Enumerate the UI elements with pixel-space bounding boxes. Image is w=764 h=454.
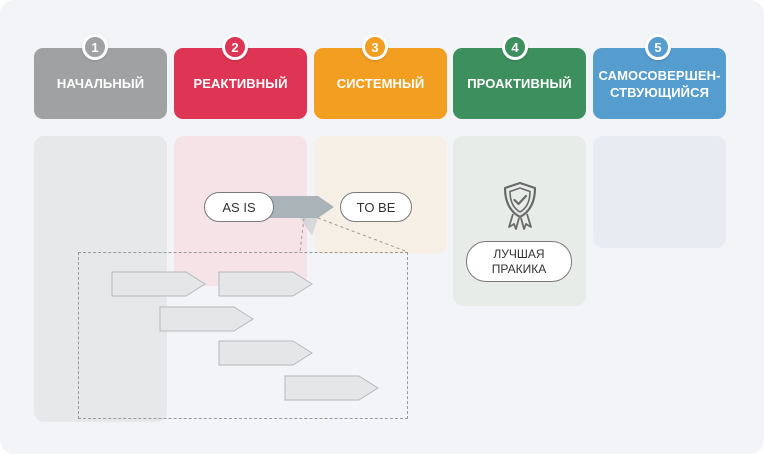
best-practice-line2: ПРАКИКА [491,261,547,276]
shield-check-award-icon [503,181,537,230]
as-is-pill: AS IS [204,192,274,222]
level-1-number: 1 [91,39,99,55]
level-3-badge: 3 [362,34,388,60]
level-2-number: 2 [231,39,239,55]
level-1-label: НАЧАЛЬНЫЙ [56,76,145,91]
best-practice-line1: ЛУЧШАЯ [493,246,545,261]
as-is-to-be-arrow [268,196,334,218]
process-step-5 [284,375,379,401]
level-3-box: СИСТЕМНЫЙ [314,48,447,119]
level-4-number: 4 [511,39,519,55]
to-be-label: TO BE [356,199,396,215]
panel-level-5 [593,136,726,248]
arrow-shadow [300,218,318,236]
level-4-badge: 4 [502,34,528,60]
level-3-number: 3 [371,39,379,55]
level-1-badge: 1 [82,34,108,60]
zoom-line-right [317,217,409,253]
process-step-1 [111,271,206,297]
level-1-box: НАЧАЛЬНЫЙ [34,48,167,119]
process-step-2 [218,271,313,297]
level-5-number: 5 [654,39,662,55]
best-practice-pill: ЛУЧШАЯ ПРАКИКА [466,241,572,282]
level-2-box: РЕАКТИВНЫЙ [174,48,307,119]
to-be-pill: TO BE [340,192,412,222]
as-is-label: AS IS [222,199,256,215]
level-4-box: ПРОАКТИВНЫЙ [453,48,586,119]
level-5-badge: 5 [645,34,671,60]
level-5-label-line1: САМОСОВЕРШЕН- [598,67,721,83]
level-3-label: СИСТЕМНЫЙ [336,76,425,91]
level-5-label-line2: СТВУЮЩИЙСЯ [609,84,710,100]
level-2-label: РЕАКТИВНЫЙ [193,76,288,91]
level-2-badge: 2 [222,34,248,60]
process-step-3 [159,306,254,332]
level-4-label: ПРОАКТИВНЫЙ [467,76,572,91]
process-detail-box [78,252,408,419]
process-step-4 [218,340,313,366]
